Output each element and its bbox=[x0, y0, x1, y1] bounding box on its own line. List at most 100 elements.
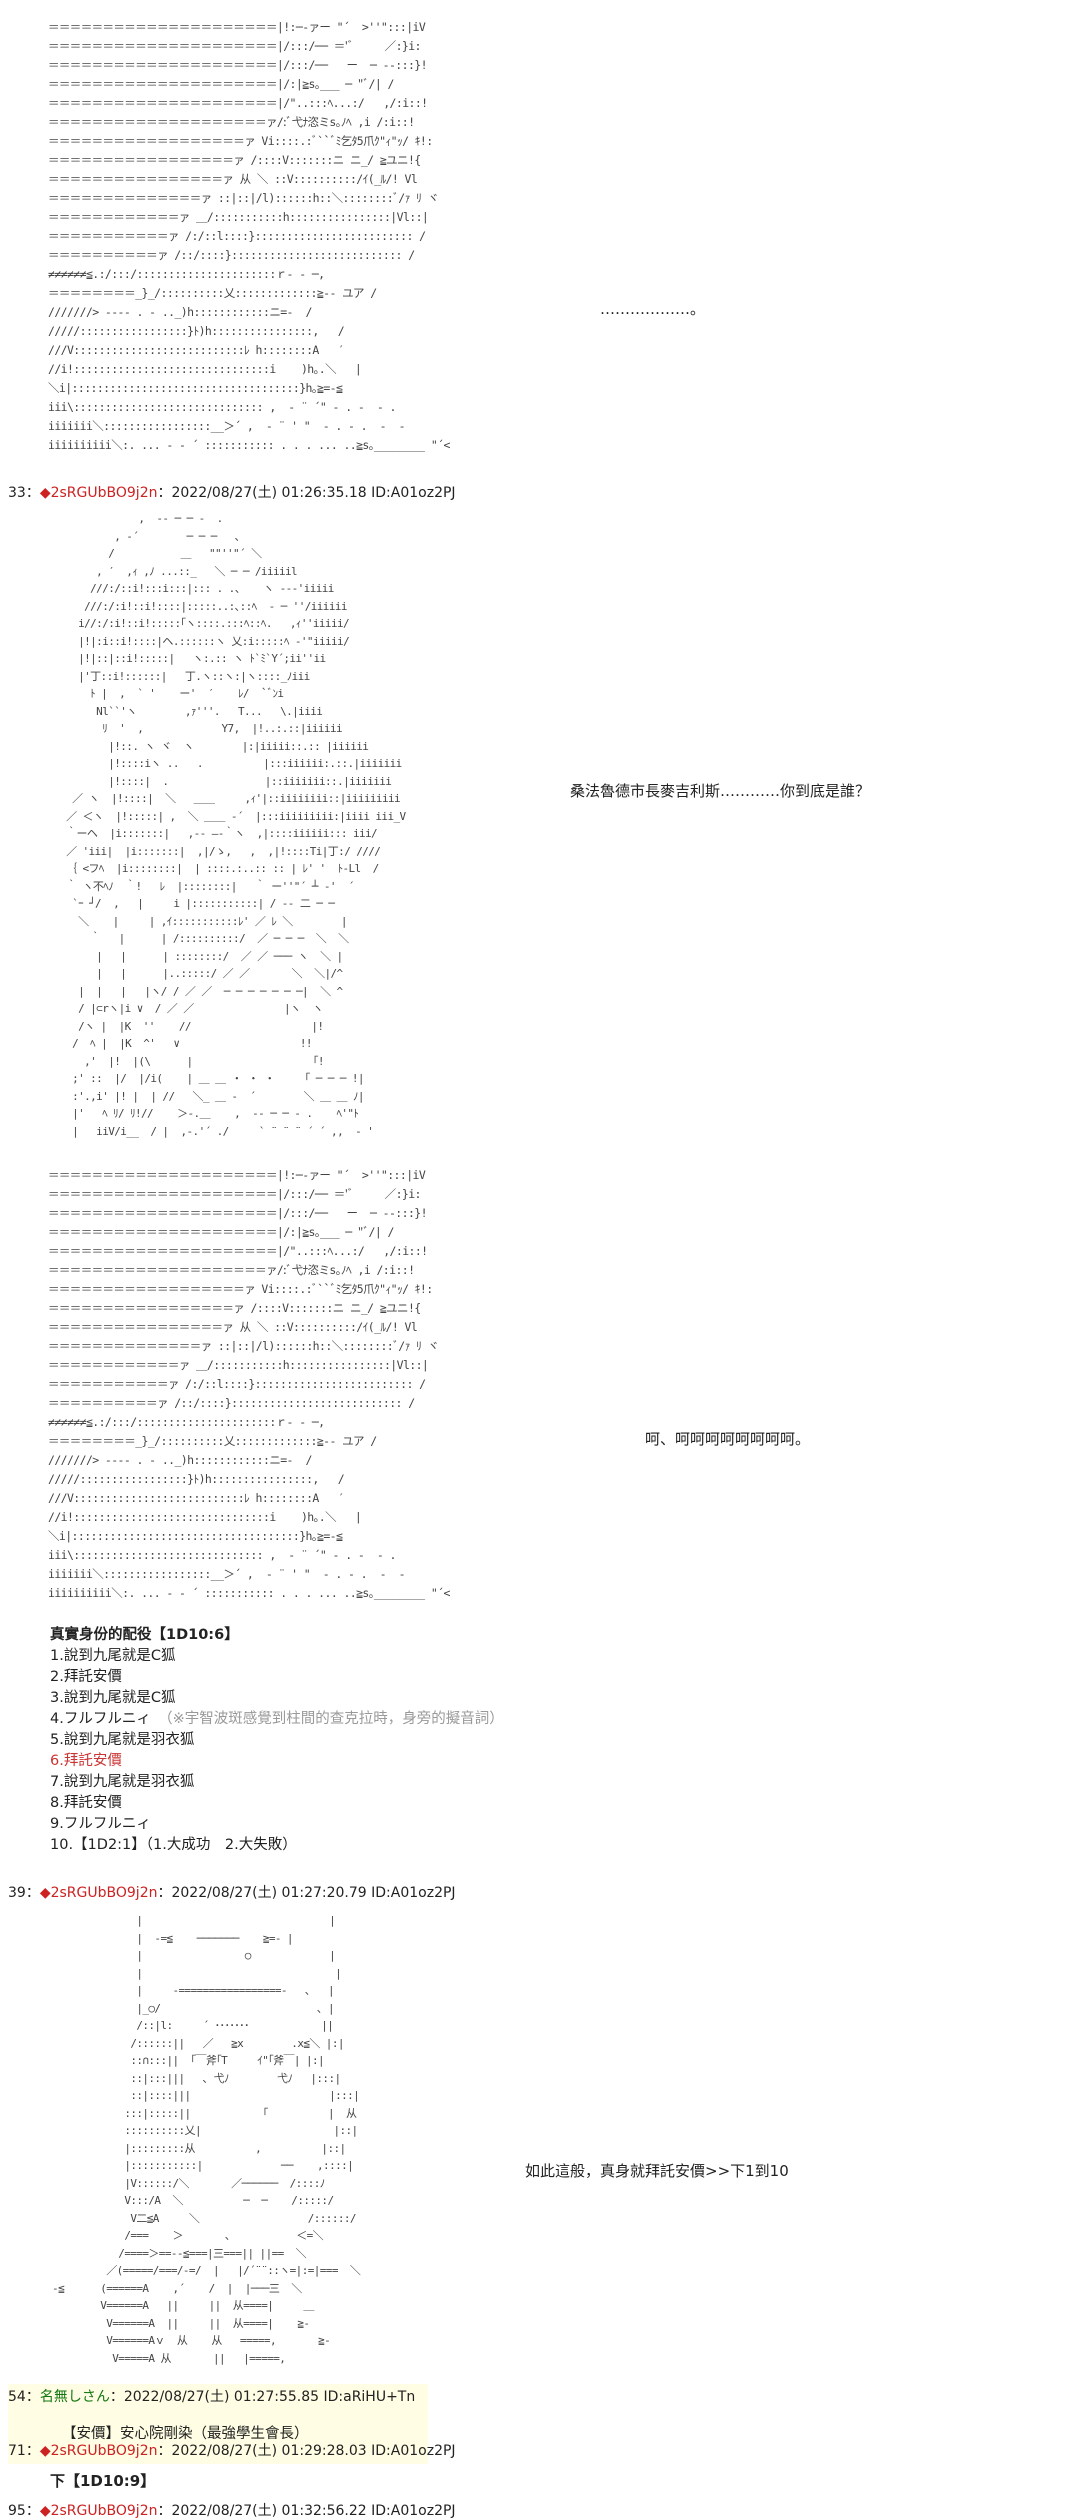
option-item-4: 4.フルフルニィ （※宇智波斑感覺到柱間的查克拉時，身旁的擬音詞） bbox=[50, 1709, 504, 1730]
ascii-art-line: | | |..:::::/ ／ ／ ＼ ＼|/^ bbox=[48, 967, 343, 980]
ascii-art-line: ／(=====/===/-=/ | |/´¨¨::ヽ=|:=|=== ＼ bbox=[40, 2264, 361, 2277]
ascii-art-line: ／ ＜ヽ |!:::::| , ＼ ＿＿ ‐´ |:::iiiiiiiii:|i… bbox=[48, 809, 406, 823]
ascii-art-line: ＝＝＝＝＝＝＝＝＝＝＝＝＝＝＝＝＝＝＝＝＝|/:|≧s｡___ ─ "ﾞ/| / bbox=[48, 77, 394, 91]
ascii-art-line: ＝＝＝＝＝＝＝＝＝＝＝＝＝＝＝＝＝＝ァ Vi::::.:ﾞ``ﾞﾐ乞ﾀ5爪ｸ"ｨ… bbox=[48, 134, 433, 148]
ascii-art-line: `ｰ ┘/ , | i |:::::::::::| / ‐‐ 二 ─ ─ bbox=[48, 897, 335, 910]
poster-name[interactable]: 2sRGUbBO9j2n bbox=[50, 1885, 158, 1901]
ascii-art-line: ＼i|::::::::::::::::::::::::::::::::::::}… bbox=[48, 1529, 343, 1543]
ascii-art-line: /ヽ | |K '' // |! bbox=[48, 1019, 324, 1033]
post-number: 33： bbox=[8, 485, 40, 501]
post-header-54: 54：名無しさん：2022/08/27(土) 01:27:55.85 ID:aR… bbox=[8, 2386, 415, 2406]
ascii-art-line: ｀ | | /::::::::::/ ／ ─ ─ ─ ＼ ＼ bbox=[48, 932, 349, 945]
option-item-5: 5.說到九尾就是羽衣狐 bbox=[50, 1732, 195, 1748]
post-header-95: 95：◆2sRGUbBO9j2n：2022/08/27(土) 01:32:56.… bbox=[8, 2500, 456, 2520]
ascii-art-line: ＝＝＝＝＝＝＝＝＝＝ァ /::/::::}:::::::::::::::::::… bbox=[48, 248, 415, 262]
ascii-art-line: |!|::|::i!:::::| ヽ:.:: ヽ ﾄ`ﾐ`Y´;ii''ii bbox=[48, 652, 326, 665]
ascii-art-line: ///////> ‐‐‐‐ . ‐ .._)h::::::::::::ニ=‐ / bbox=[48, 305, 312, 319]
option-item-6-selected: 6.拜託安價 bbox=[50, 1753, 122, 1769]
ascii-art-line: |!::. ヽ ヾ ヽ |:|iiiii::.:: |iiiiii bbox=[48, 739, 369, 753]
ascii-art-line: | | bbox=[40, 1966, 342, 1980]
ascii-art-line: | | | ::::::::/ ／ ／ ─── ヽ ＼ | bbox=[48, 949, 343, 963]
options-title: 真實身份的配役【1D10:6】 bbox=[50, 1627, 239, 1643]
ascii-art-line: , -‐ ─ ─ ‐ . bbox=[48, 512, 223, 525]
ascii-art-line: ＝＝＝＝＝＝＝＝＝＝＝＝＝＝＝＝＝＝＝＝＝|!:─‐ァー "´ >''":::|… bbox=[48, 1168, 426, 1182]
ascii-art-line: //i!:::::::::::::::::::::::::::::::i )h｡… bbox=[48, 1510, 362, 1524]
ascii-art-line: ｀ ヽ不ﾍﾉ ｀! ﾚ |::::::::| ｀ ー''"´ ┴ ‐' ´ bbox=[48, 879, 355, 893]
ascii-art-line: /////:::::::::::::::::}ﾄ)h::::::::::::::… bbox=[48, 1472, 345, 1486]
ascii-art-line: ＝＝＝＝＝＝＝＝＝＝＝＝＝＝＝＝＝＝＝＝＝|/:::/── ー ─ --:::}… bbox=[48, 58, 428, 72]
ascii-art-line: ＝＝＝＝＝＝＝＝_}_/::::::::::乂:::::::::::::≧-- … bbox=[48, 286, 377, 300]
poster-name[interactable]: 2sRGUbBO9j2n bbox=[50, 2503, 158, 2519]
reply-box-54 bbox=[8, 2384, 428, 2464]
ascii-art-line: ///V:::::::::::::::::::::::::::ﾚ h::::::… bbox=[48, 343, 345, 357]
ascii-art-line: |:::::::::::| ── ,::::| bbox=[40, 2159, 354, 2172]
ascii-art-line: / ＿ ""''"´ ＼ bbox=[48, 547, 262, 560]
ascii-art-line: /////:::::::::::::::::}ﾄ)h::::::::::::::… bbox=[48, 324, 345, 338]
reply-body-54: 【安價】安心院剛染（最強學生會長） bbox=[62, 2426, 309, 2442]
ascii-art-line: |!|:i::i!::::|ヘ.::::::ヽ 乂:i:::::ﾍ ‐'"iii… bbox=[48, 634, 350, 648]
ascii-art-line: ＝＝＝＝＝＝＝＝＝＝＝＝＝＝＝＝＝＝＝＝＝|/"..:::ﾍ...:/ ,/:i… bbox=[48, 1244, 428, 1258]
ascii-art-mid: ＝＝＝＝＝＝＝＝＝＝＝＝＝＝＝＝＝＝＝＝＝|!:─‐ァー "´ >''":::|… bbox=[48, 1166, 450, 1603]
ascii-art-line: , ‐´ ─ ─ ─ ､ bbox=[48, 529, 240, 543]
post-number: 39： bbox=[8, 1885, 40, 1901]
ascii-art-line: ＝＝＝＝＝＝＝＝＝＝＝＝＝＝＝＝＝＝＝＝＝|/"..:::ﾍ...:/ ,/:i… bbox=[48, 96, 428, 110]
option-item-2: 2.拜託安價 bbox=[50, 1669, 122, 1685]
ascii-art-line: ﾘ ' , Y7, |!..:.::|iiiiii bbox=[48, 722, 342, 735]
ascii-art-line: ≠≠≠≠≠≠≦.:/:::/::::::::::::::::::::::ｒ‐ ‐… bbox=[48, 1415, 325, 1429]
ascii-art-line: ///:/::i!:::i:::|::: . .、 ヽ ‐‐‐'iiiii bbox=[48, 582, 334, 595]
option-item-10: 10.【1D2:1】（1.大成功 2.大失敗） bbox=[50, 1837, 297, 1853]
ascii-art-line: V二≦A ＼ /::::::/ bbox=[40, 2211, 356, 2225]
option-item-3: 3.說到九尾就是C狐 bbox=[50, 1690, 176, 1706]
ascii-art-line: | iiV/i__ / | ,-.'´ ./ ` ¨ ¨ ¨ ´ ´ ,, ‐ … bbox=[48, 1124, 374, 1138]
ascii-art-line: | ○ | bbox=[40, 1949, 336, 1962]
ascii-art-line: ＝＝＝＝＝＝＝＝＝＝＝＝＝＝＝＝＝ァ /::::V:::::::ニ ニ_/ ≧ユ… bbox=[48, 1301, 421, 1315]
dice-result-71: 下【1D10:9】 bbox=[50, 2472, 156, 2490]
trip-diamond-icon: ◆ bbox=[39, 485, 51, 501]
ascii-art-line: ＝＝＝＝＝＝＝＝＝＝＝＝＝＝ァ ::|::|/l)::::::h::＼:::::… bbox=[48, 1339, 439, 1353]
option-item-8: 8.拜託安價 bbox=[50, 1795, 122, 1811]
ascii-art-line: ／ ヽ |!::::| ＼ ＿＿ ,ｨ'|::iiiiiiii::|iiiiii… bbox=[48, 792, 401, 805]
trip-diamond-icon: ◆ bbox=[39, 2503, 51, 2519]
option-item-7: 7.說到九尾就是羽衣狐 bbox=[50, 1774, 195, 1790]
post-meta: ：2022/08/27(土) 01:29:28.03 ID:A01oz2PJ bbox=[157, 2443, 456, 2459]
ascii-art-line: /::|l: ´ ･･･････ || bbox=[40, 2019, 334, 2032]
ascii-art-line: ﾄ | , ` ' ー' ′ ﾚ/ `ﾞﾝi bbox=[48, 687, 284, 700]
ascii-art-line: ＼ | | ,ｲ:::::::::::ﾚ' ／ ﾚ ＼ | bbox=[48, 914, 347, 928]
ascii-art-line: V======A || || 从====| ＿ bbox=[40, 2299, 314, 2312]
ascii-art-line: V=====A 从 || |=====, bbox=[40, 2351, 286, 2365]
role-options-list: 真實身份的配役【1D10:6】 1.說到九尾就是C狐 2.拜託安價 3.說到九尾… bbox=[50, 1625, 504, 1856]
ascii-art-line: |!::::| . |::iiiiiii::.|iiiiiii bbox=[48, 774, 392, 788]
option-item-9: 9.フルフルニィ bbox=[50, 1816, 151, 1832]
speech-question: 桑法魯德市長麥吉利斯…………你到底是誰？ bbox=[570, 782, 871, 800]
ascii-art-line: i//:/:i!::i!:::::｢ヽ::::.:::ﾍ::ﾍ. ,ｨ''iii… bbox=[48, 617, 350, 630]
ascii-art-line: ＝＝＝＝＝＝＝＝＝＝＝＝ァ ＿/:::::::::::h::::::::::::… bbox=[48, 1358, 429, 1372]
ascii-art-line: ＝＝＝＝＝＝＝＝＝＝＝＝＝＝＝＝＝＝＝＝＝|/:::/── ー ─ --:::}… bbox=[48, 1206, 428, 1220]
ascii-art-line: iiiiiii＼:::::::::::::::::__＞´ , ‐ ¨ ' " … bbox=[48, 419, 412, 433]
post-header-71: 71：◆2sRGUbBO9j2n：2022/08/27(土) 01:29:28.… bbox=[8, 2440, 456, 2460]
ascii-art-line: | | | |ヽ/ / ／ ／ ─ ─ ─ ─ ─ ─ ─| ＼ ^ bbox=[48, 984, 343, 998]
ascii-art-line: iiiiiiiiii＼:. ... ‐ ‐ ´ ::::::::::: . . … bbox=[48, 1586, 450, 1600]
poster-name[interactable]: 2sRGUbBO9j2n bbox=[50, 2443, 158, 2459]
ascii-art-line: |V::::::/＼ ／────── /::::ﾉ bbox=[40, 2176, 325, 2190]
poster-name[interactable]: 名無しさん bbox=[39, 2389, 110, 2405]
ascii-art-line: ／ 'iii| |i:::::::| ,|/ゝ, , ,|!::::Ti|丁:/… bbox=[48, 844, 381, 858]
ascii-art-line: iii\:::::::::::::::::::::::::::::: , ‐ ¨… bbox=[48, 1548, 396, 1562]
ascii-art-line: ///V:::::::::::::::::::::::::::ﾚ h::::::… bbox=[48, 1491, 345, 1505]
ascii-art-line: ::∩:::|| ｢￣斧｢T ｲ"｢斧￣| |:| bbox=[40, 2054, 325, 2067]
ascii-art-line: |!::::iヽ .. . |:::iiiiii:.::.|iiiiiii bbox=[48, 757, 402, 770]
ascii-art-line: ::::::::::乂| |::| bbox=[40, 2124, 358, 2137]
ascii-art-line: ＝＝＝＝＝＝＝＝＝＝＝＝＝＝＝＝＝＝＝＝＝|/:::/── ＝'ﾞ ／:}i: bbox=[48, 1187, 421, 1201]
ascii-art-line: ＝＝＝＝＝＝＝＝＝＝＝＝＝＝ァ ::|::|/l)::::::h::＼:::::… bbox=[48, 191, 439, 205]
ascii-art-line: ::|:::||| ､ 弋ﾉ 弋ﾉ |:::| bbox=[40, 2071, 341, 2085]
speech-laugh: 呵、呵呵呵呵呵呵呵呵。 bbox=[645, 1430, 811, 1448]
ascii-art-line: | | bbox=[40, 1914, 336, 1927]
trip-diamond-icon: ◆ bbox=[39, 2443, 51, 2459]
ascii-art-line: iiiiiii＼:::::::::::::::::__＞´ , ‐ ¨ ' " … bbox=[48, 1567, 412, 1581]
ascii-art-line: :::|:::::|| ｢ | 从 bbox=[40, 2106, 357, 2120]
ascii-art-line: | -=================- ､ | bbox=[40, 1984, 334, 1997]
ascii-art-girl: , -‐ ─ ─ ‐ . , ‐´ ─ ─ ─ ､ / ＿ ""''"´ ＼ ,… bbox=[48, 510, 406, 1140]
poster-name[interactable]: 2sRGUbBO9j2n bbox=[50, 485, 158, 501]
ascii-art-line: ＝＝＝＝＝＝＝＝＝＝＝＝＝＝＝＝＝＝ァ Vi::::.:ﾞ``ﾞﾐ乞ﾀ5爪ｸ"ｨ… bbox=[48, 1282, 433, 1296]
ascii-art-line: ::|::::||| |:::| bbox=[40, 2089, 360, 2102]
ascii-art-line: ＝＝＝＝＝＝＝＝＝＝＝＝ァ ＿/:::::::::::h::::::::::::… bbox=[48, 210, 429, 224]
